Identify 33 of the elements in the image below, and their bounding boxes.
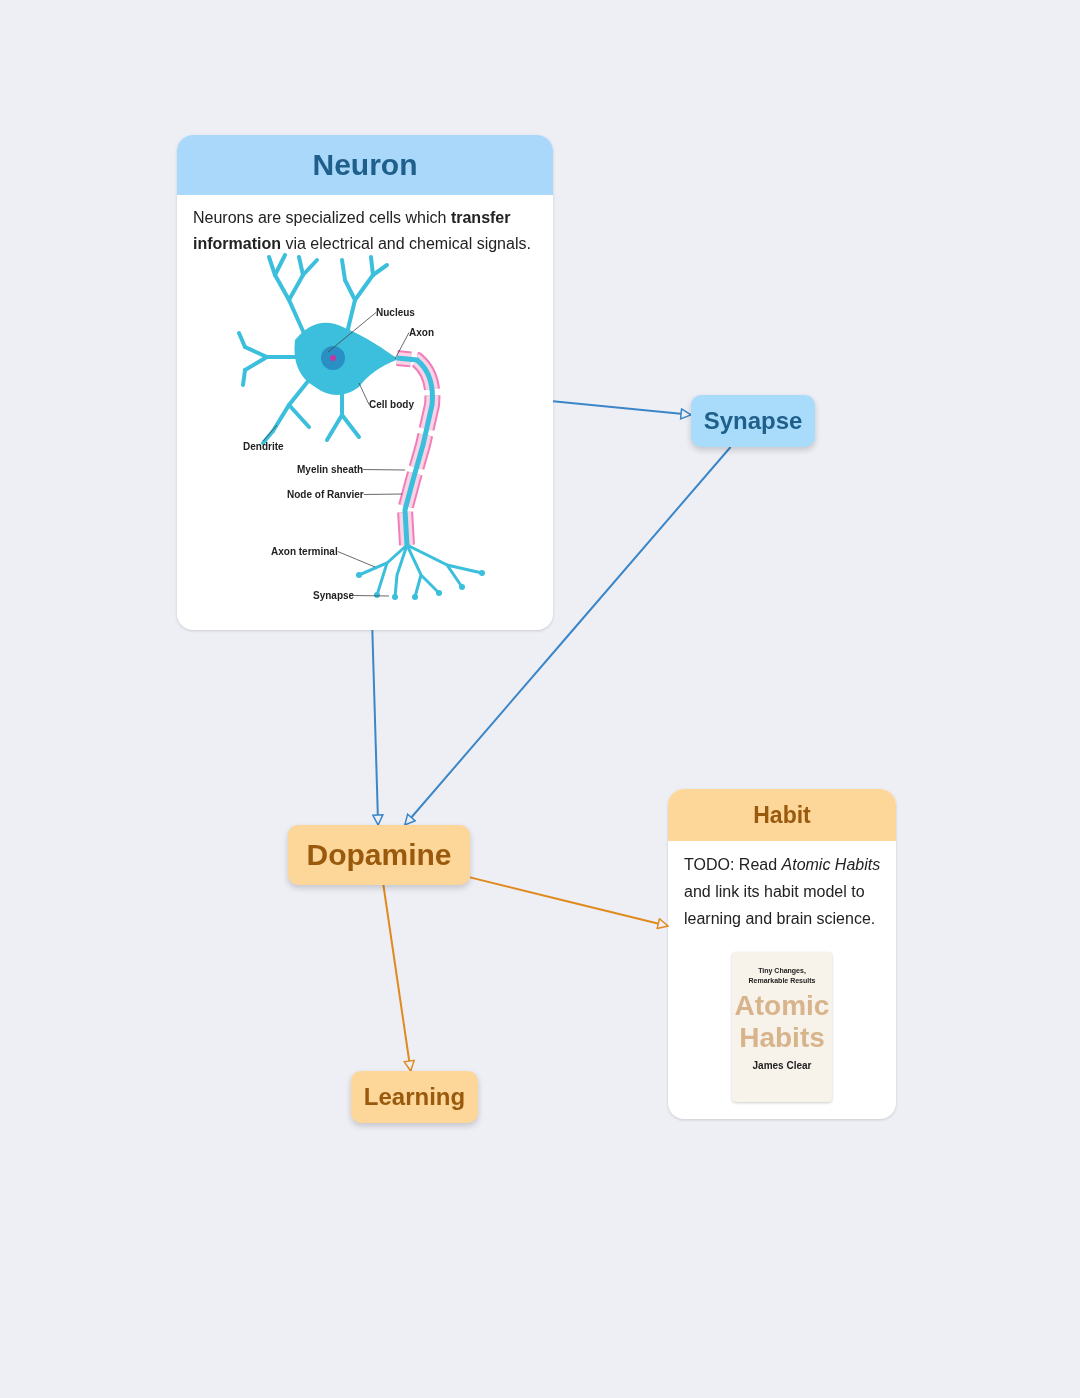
topic-node: Learning: [351, 1071, 478, 1123]
part-label: Myelin sheath: [297, 464, 364, 475]
note-card: [668, 789, 896, 1119]
part-label: Node of Ranvier: [287, 489, 364, 500]
leader-line: [327, 312, 377, 353]
topic-node: Synapse: [691, 395, 815, 447]
part-label: Synapse: [313, 590, 355, 601]
cover-text: James Clear: [751, 1060, 813, 1071]
card-text: TODO: Read Atomic Habits and link its habit model to learning and brain science.: [684, 855, 882, 929]
card-heading: Neuron: [177, 135, 553, 195]
leader-line: [353, 595, 390, 597]
card-heading: Habit: [668, 789, 896, 841]
topic-node: Dopamine: [288, 825, 470, 885]
book-title: Atomic Habits: [733, 990, 831, 1054]
note-card: [177, 135, 553, 630]
card-text: Neurons are specialized cells which transfer information via electrical and chemical signals.: [193, 208, 532, 254]
arrow: [382, 884, 415, 1072]
leader-line: [394, 332, 410, 360]
leader-line: [337, 551, 376, 568]
part-label: Axon: [409, 327, 434, 338]
arrow: [469, 876, 669, 930]
book-cover: [732, 952, 832, 1102]
leader-line: [363, 493, 403, 495]
part-label: Nucleus: [376, 307, 415, 318]
leader-line: [362, 469, 406, 471]
arrow: [371, 629, 384, 826]
part-label: Axon terminal: [271, 546, 338, 557]
part-label: Cell body: [369, 399, 414, 410]
leader-line: [358, 382, 370, 405]
arrow: [552, 400, 692, 420]
leader-line: [262, 424, 278, 442]
arrow: [403, 446, 732, 826]
part-label: Dendrite: [243, 441, 284, 452]
